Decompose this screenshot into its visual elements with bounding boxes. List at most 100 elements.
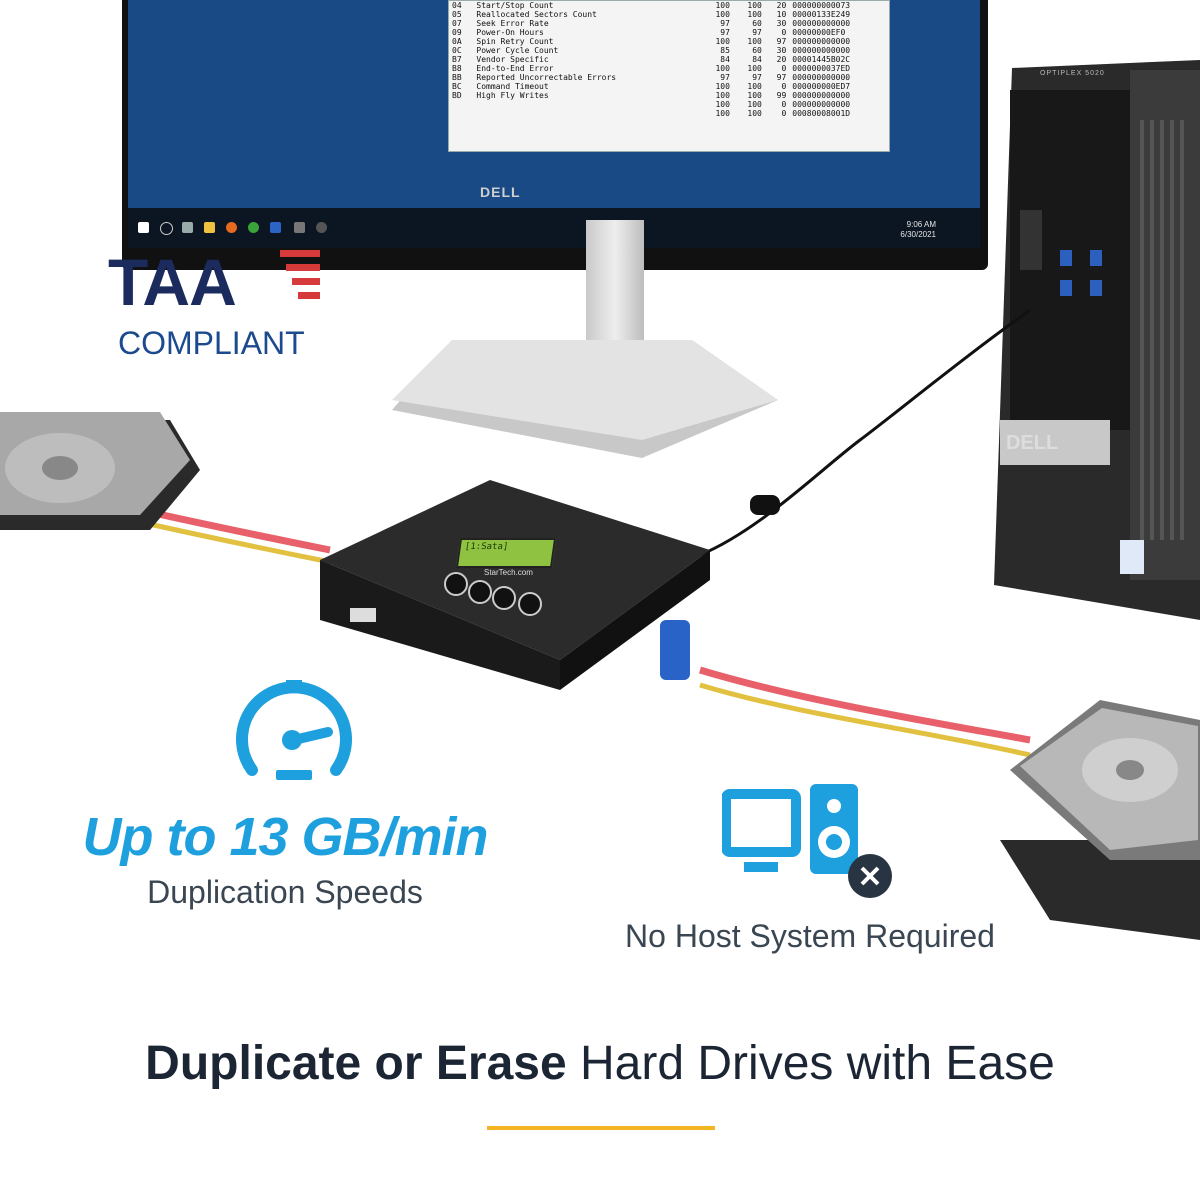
- smart-worst: 60: [752, 46, 762, 55]
- smart-attr-name: [473, 109, 701, 118]
- device-button-ok[interactable]: [492, 586, 516, 610]
- smart-threshold: 0: [781, 109, 787, 118]
- smart-current: 97: [720, 28, 730, 37]
- smart-attr-id: B7: [452, 55, 462, 64]
- smart-attr-name: Seek Error Rate: [476, 19, 549, 28]
- speed-headline: Up to 13 GB/min: [82, 807, 488, 867]
- smart-raw: 0000000037ED: [792, 64, 851, 73]
- host-caption: No Host System Required: [625, 918, 995, 954]
- smart-current: 100: [715, 82, 730, 91]
- smart-attr-id: 0A: [452, 37, 462, 46]
- smart-raw: 000000000ED7: [792, 82, 851, 91]
- footer-divider: [487, 1126, 715, 1130]
- smart-worst: 100: [747, 64, 762, 73]
- smart-threshold: 97: [776, 73, 787, 82]
- smart-threshold: 30: [776, 46, 787, 55]
- speed-caption: Duplication Speeds: [147, 874, 423, 910]
- smart-worst: 100: [747, 91, 762, 100]
- smart-current: 84: [720, 55, 730, 64]
- device-button-down[interactable]: [468, 580, 492, 604]
- duplicator-device: [320, 480, 710, 690]
- monitor-stand-neck: [586, 220, 644, 360]
- smart-attr-id: 04: [452, 1, 462, 10]
- smart-raw: 000000000000: [792, 37, 851, 46]
- smart-row: 09 Power-On Hours 97 97 0 00000000EF0: [449, 28, 889, 37]
- smart-attr-name: Power-On Hours: [476, 28, 544, 37]
- smart-current: 97: [720, 73, 730, 82]
- smart-threshold: 0: [781, 82, 787, 91]
- smart-worst: 100: [747, 109, 762, 118]
- app-icon: [294, 222, 305, 233]
- smart-threshold: 0: [781, 28, 787, 37]
- smart-threshold: 99: [776, 91, 787, 100]
- smart-attr-id: BC: [452, 82, 462, 91]
- word-icon: [270, 222, 281, 233]
- smart-attr-id: 05: [452, 10, 462, 19]
- clock-date: 6/30/2021: [900, 230, 936, 239]
- firefox-icon: [226, 222, 237, 233]
- smart-worst: 60: [752, 19, 762, 28]
- smart-raw: 000000000000: [792, 73, 851, 82]
- hard-drive-right: [1000, 700, 1200, 940]
- smart-worst: 84: [752, 55, 762, 64]
- smart-row: BC Command Timeout 100 100 0 000000000ED7: [449, 82, 889, 91]
- smart-worst: 100: [747, 100, 762, 109]
- clock-time: 9:06 AM: [906, 220, 936, 229]
- smart-threshold: 20: [776, 55, 787, 64]
- smart-raw: 00000000EF0: [792, 28, 846, 37]
- smart-current: 100: [715, 64, 730, 73]
- smart-threshold: 30: [776, 19, 787, 28]
- smart-attr-id: 09: [452, 28, 462, 37]
- tower-logo: DELL: [1006, 432, 1059, 454]
- taskbar-clock: 9:06 AM 6/30/2021: [900, 220, 936, 240]
- folder-icon: [204, 222, 215, 233]
- smart-attr-id: [449, 100, 473, 109]
- chrome-icon: [248, 222, 259, 233]
- smart-current: 100: [715, 91, 730, 100]
- task-view-icon: [182, 222, 193, 233]
- headline-bold: Duplicate or Erase: [145, 1037, 567, 1090]
- smart-worst: 100: [747, 37, 762, 46]
- search-icon: [160, 222, 173, 235]
- smart-current: 100: [715, 37, 730, 46]
- smart-raw: 00001445B02C: [792, 55, 851, 64]
- smart-raw: 000000000000: [792, 46, 851, 55]
- smart-worst: 100: [747, 10, 762, 19]
- smart-worst: 100: [747, 82, 762, 91]
- smart-threshold: 20: [776, 1, 787, 10]
- smart-raw: 00000133E249: [792, 10, 851, 19]
- smart-attr-name: [473, 100, 701, 109]
- smart-worst: 97: [752, 73, 762, 82]
- headline-rest: Hard Drives with Ease: [566, 1037, 1055, 1090]
- device-lcd: [1:Sata]: [455, 538, 557, 568]
- device-button-esc[interactable]: [518, 592, 542, 616]
- hard-drive-left: [0, 412, 200, 530]
- taskbar: 9:06 AM 6/30/2021: [128, 208, 980, 248]
- smart-attr-id: BD: [452, 91, 462, 100]
- smart-attr-id: 07: [452, 19, 462, 28]
- smart-attr-name: Command Timeout: [476, 82, 549, 91]
- taa-subtitle: COMPLIANT: [118, 325, 305, 361]
- monitor-logo: DELL: [480, 184, 521, 200]
- smart-attr-name: High Fly Writes: [476, 91, 549, 100]
- taa-title: TAA: [108, 245, 237, 319]
- device-button-up[interactable]: [444, 572, 468, 596]
- device-brand: StarTech.com: [484, 568, 533, 577]
- smart-attr-id: [449, 109, 473, 118]
- smart-attr-name: End-to-End Error: [476, 64, 554, 73]
- smart-current: 100: [715, 1, 730, 10]
- no-host-icon: [722, 784, 892, 898]
- settings-icon: [316, 222, 327, 233]
- smart-threshold: 10: [776, 10, 787, 19]
- smart-current: 100: [715, 109, 730, 118]
- smart-worst: 97: [752, 28, 762, 37]
